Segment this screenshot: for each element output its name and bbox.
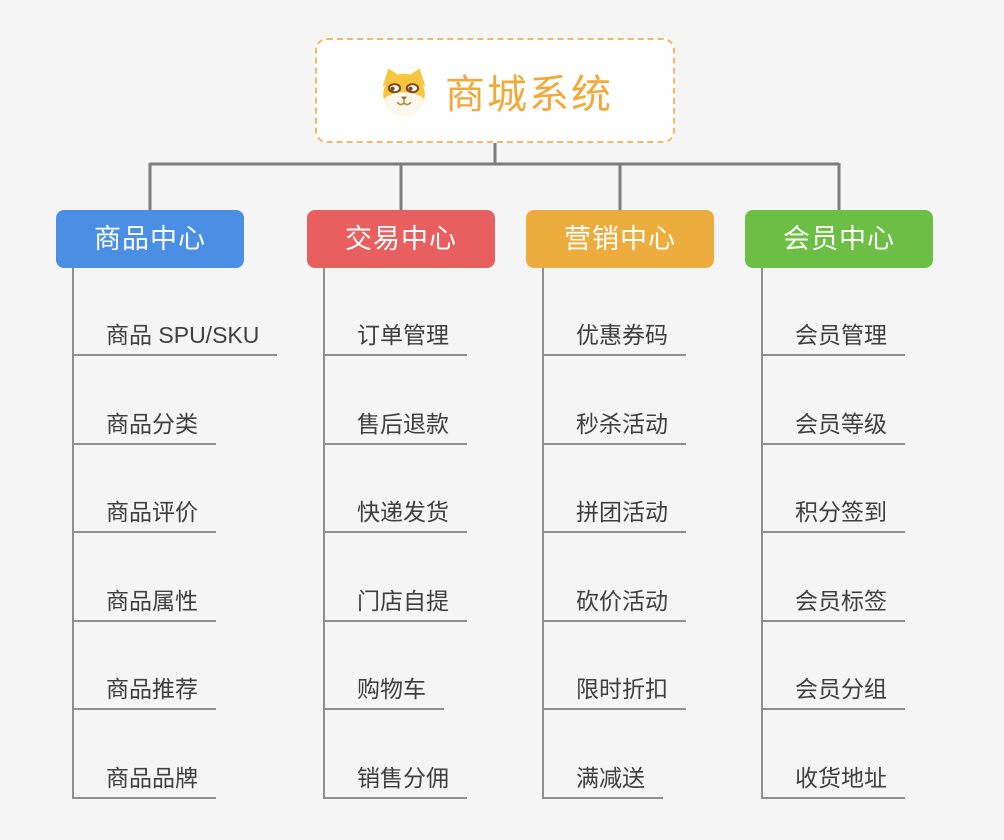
- leaf-node[interactable]: 秒杀活动: [542, 409, 686, 445]
- leaf-node[interactable]: 商品属性: [72, 586, 216, 622]
- leaf-node[interactable]: 限时折扣: [542, 674, 686, 710]
- leaf-node[interactable]: 商品推荐: [72, 674, 216, 710]
- branch-spine: [761, 268, 763, 799]
- root-title: 商城系统: [445, 72, 613, 117]
- leaf-node[interactable]: 会员标签: [761, 586, 905, 622]
- leaf-node[interactable]: 商品分类: [72, 409, 216, 445]
- leaf-node[interactable]: 快递发货: [323, 497, 467, 533]
- branch-items: 优惠券码秒杀活动拼团活动砍价活动限时折扣满减送: [542, 210, 788, 810]
- branch-items: 会员管理会员等级积分签到会员标签会员分组收货地址: [761, 210, 1004, 810]
- branch-header-trade[interactable]: 交易中心: [307, 210, 495, 268]
- leaf-node[interactable]: 订单管理: [323, 320, 467, 356]
- branch-spine: [542, 268, 544, 799]
- branch-column-product: 商品中心 商品 SPU/SKU 商品分类商品评价商品属性商品推荐商品品牌: [56, 210, 318, 810]
- leaf-node[interactable]: 售后退款: [323, 409, 467, 445]
- leaf-node[interactable]: 会员管理: [761, 320, 905, 356]
- branch-items: 订单管理售后退款快递发货门店自提购物车销售分佣: [323, 210, 569, 810]
- branch-header-product[interactable]: 商品中心: [56, 210, 244, 268]
- leaf-node[interactable]: 商品评价: [72, 497, 216, 533]
- branch-spine: [323, 268, 325, 799]
- leaf-node[interactable]: 商品品牌: [72, 763, 216, 799]
- leaf-node[interactable]: 积分签到: [761, 497, 905, 533]
- leaf-node[interactable]: 会员等级: [761, 409, 905, 445]
- leaf-node[interactable]: 会员分组: [761, 674, 905, 710]
- dog-face-icon: [382, 68, 426, 115]
- branch-column-trade: 交易中心 订单管理售后退款快递发货门店自提购物车销售分佣: [307, 210, 569, 810]
- root-node[interactable]: 商城系统: [315, 38, 675, 143]
- branch-items: 商品 SPU/SKU 商品分类商品评价商品属性商品推荐商品品牌: [72, 210, 318, 810]
- leaf-node[interactable]: 销售分佣: [323, 763, 467, 799]
- branch-column-member: 会员中心 会员管理会员等级积分签到会员标签会员分组收货地址: [745, 210, 1004, 810]
- leaf-node[interactable]: 砍价活动: [542, 586, 686, 622]
- branch-header-marketing[interactable]: 营销中心: [526, 210, 714, 268]
- leaf-node[interactable]: 优惠券码: [542, 320, 686, 356]
- leaf-node[interactable]: 收货地址: [761, 763, 905, 799]
- branch-column-marketing: 营销中心 优惠券码秒杀活动拼团活动砍价活动限时折扣满减送: [526, 210, 788, 810]
- leaf-node[interactable]: 满减送: [542, 763, 663, 799]
- leaf-node[interactable]: 门店自提: [323, 586, 467, 622]
- leaf-node[interactable]: 商品 SPU/SKU: [72, 320, 278, 356]
- leaf-node[interactable]: 购物车: [323, 674, 444, 710]
- branch-spine: [72, 268, 74, 799]
- leaf-node[interactable]: 拼团活动: [542, 497, 686, 533]
- branch-header-member[interactable]: 会员中心: [745, 210, 933, 268]
